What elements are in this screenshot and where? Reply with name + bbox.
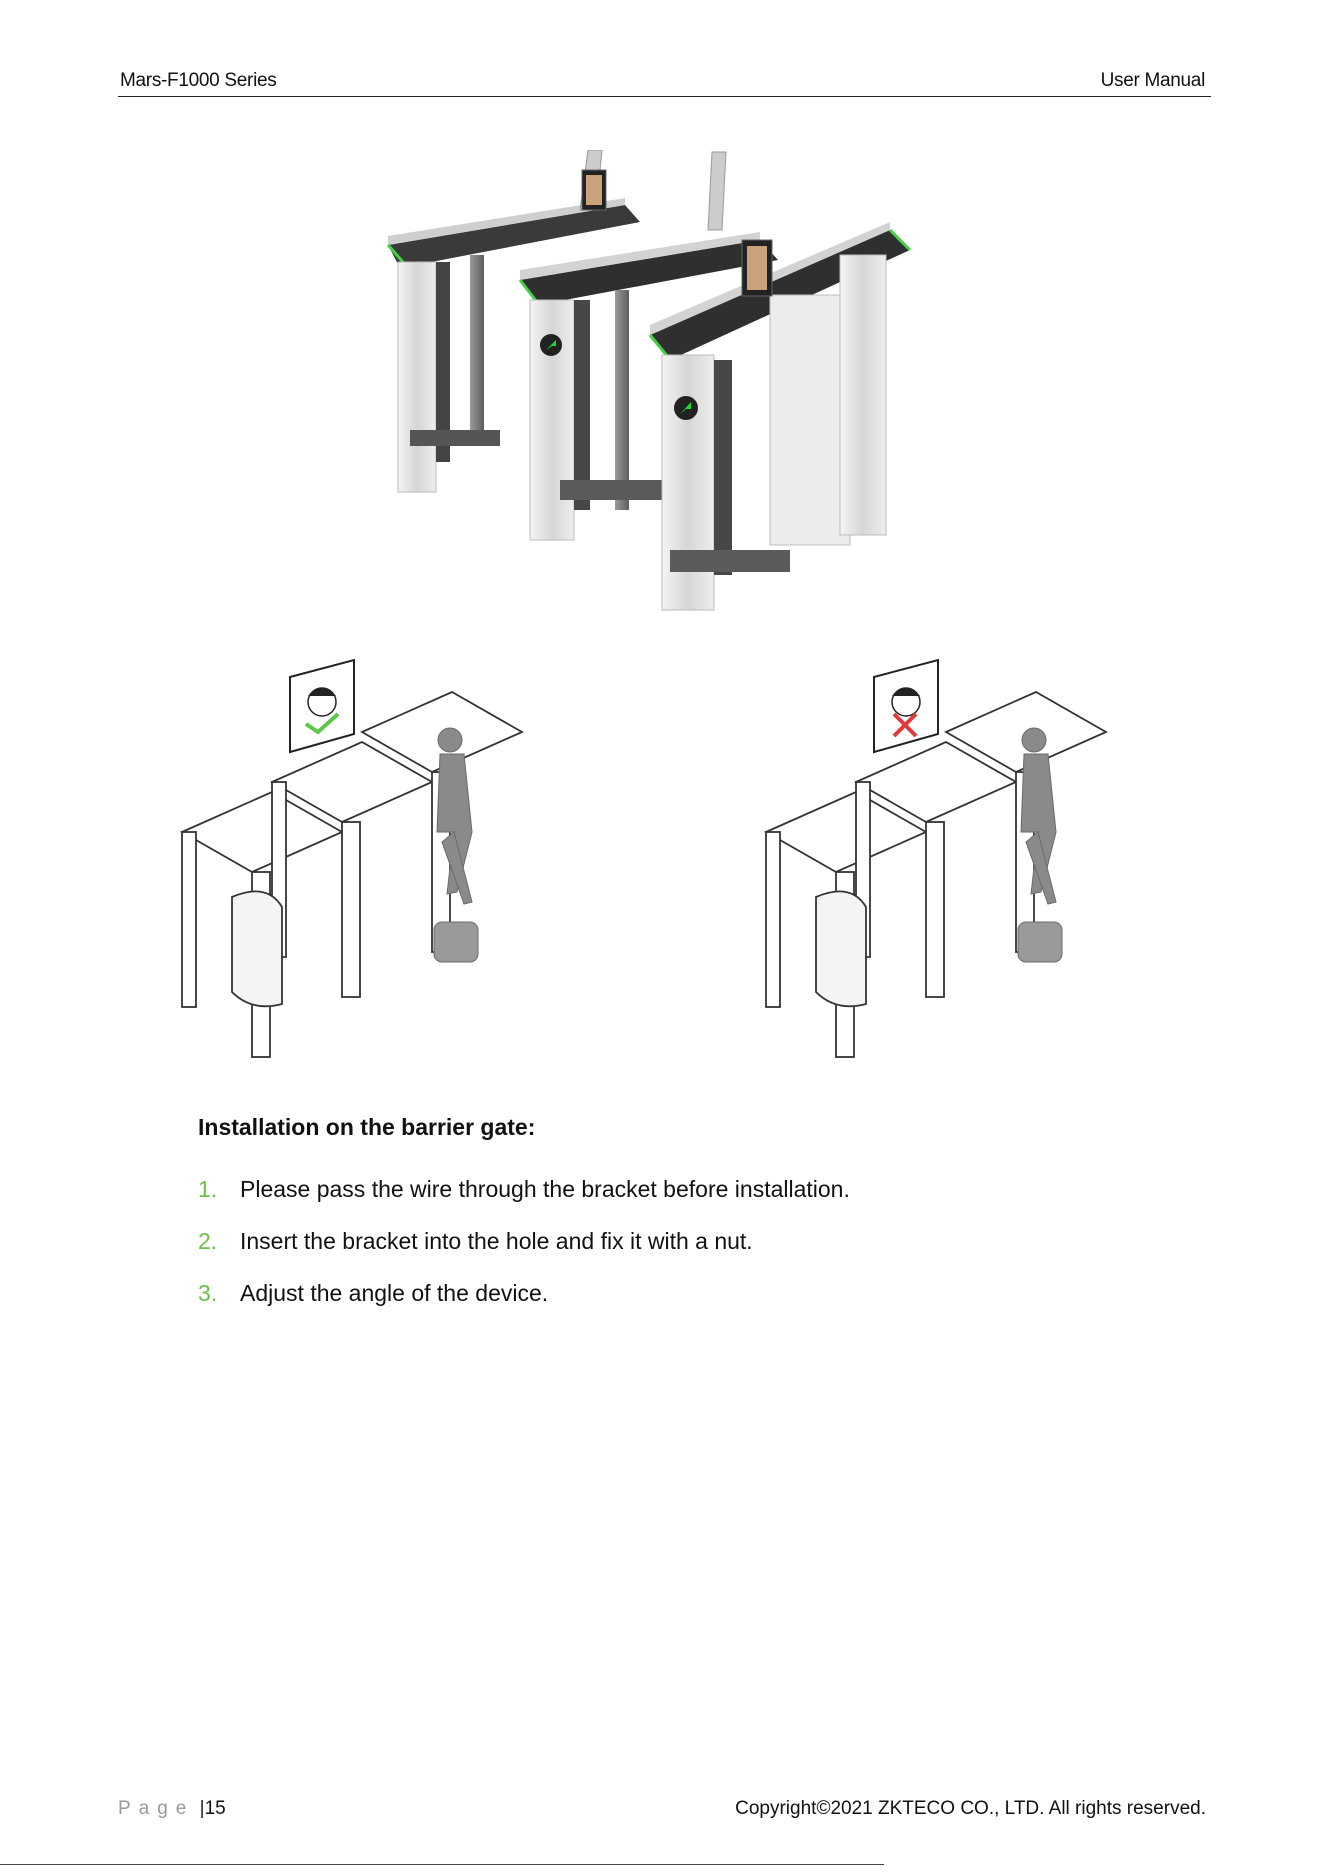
copyright-notice: Copyright©2021 ZKTECO CO., LTD. All righ… — [735, 1798, 1206, 1820]
bottom-divider — [0, 1864, 884, 1865]
list-item: 1. Please pass the wire through the brac… — [198, 1174, 850, 1226]
turnstile-lanes — [766, 692, 1106, 1057]
step-number: 2. — [198, 1226, 217, 1256]
page-header: Mars-F1000 Series User Manual — [118, 68, 1211, 97]
front-gate — [650, 222, 910, 610]
list-item: 3. Adjust the angle of the device. — [198, 1278, 850, 1330]
header-doc-type: User Manual — [1101, 70, 1205, 92]
header-product-name: Mars-F1000 Series — [120, 70, 276, 92]
page-number-value: 15 — [205, 1798, 226, 1819]
list-item: 2. Insert the bracket into the hole and … — [198, 1226, 850, 1278]
section-title: Installation on the barrier gate: — [198, 1114, 535, 1141]
face-cross-icon — [874, 660, 938, 752]
face-check-icon — [290, 660, 354, 752]
step-text: Insert the bracket into the hole and fix… — [240, 1228, 753, 1254]
installation-steps: 1. Please pass the wire through the brac… — [198, 1174, 850, 1330]
step-number: 3. — [198, 1278, 217, 1308]
step-text: Adjust the angle of the device. — [240, 1280, 548, 1306]
step-number: 1. — [198, 1174, 217, 1204]
turnstile-lanes — [182, 692, 522, 1057]
face-rejected-illustration — [756, 632, 1156, 1094]
page-number: Page |15 — [118, 1798, 226, 1820]
face-recognized-illustration — [172, 632, 572, 1094]
page-label: Page — [118, 1798, 194, 1819]
step-text: Please pass the wire through the bracket… — [240, 1176, 850, 1202]
barrier-gates-illustration — [370, 150, 960, 620]
